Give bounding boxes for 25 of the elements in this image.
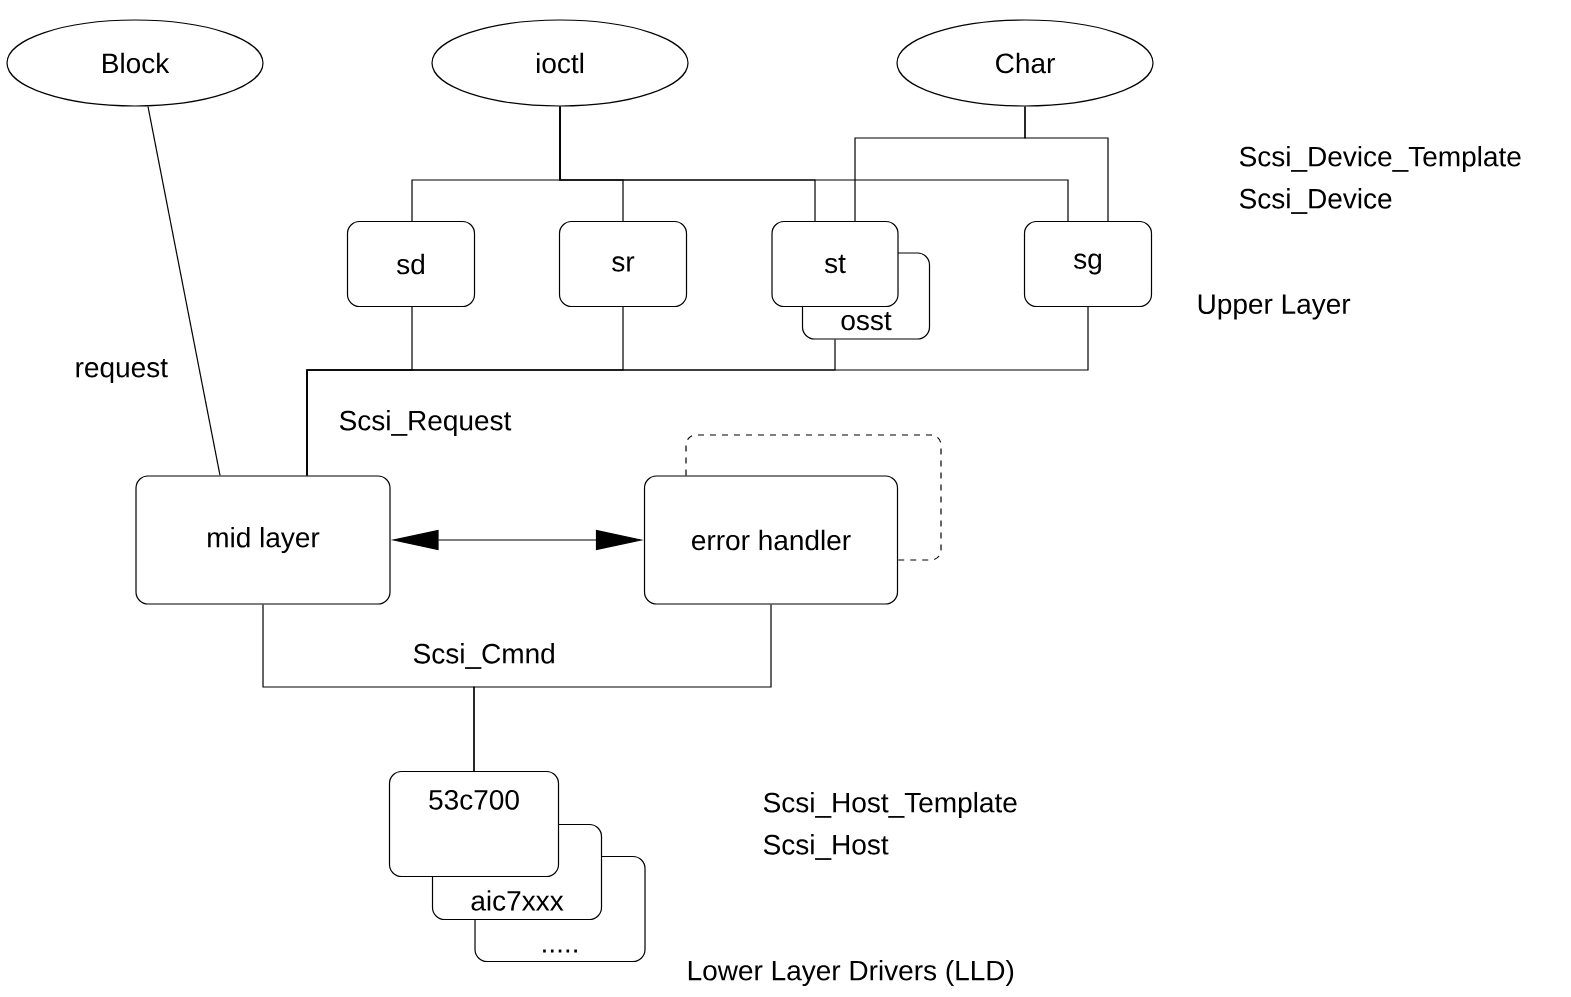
- annotation-label: request: [76, 359, 168, 383]
- annotation-label: Scsi_Request: [339, 409, 512, 437]
- rounded-box: sg: [1023, 220, 1153, 308]
- rounded-box: error handler: [643, 475, 899, 605]
- annotation-label: Scsi_Host_Template: [763, 791, 1017, 819]
- rounded-box: st: [771, 220, 899, 308]
- loop-line: [685, 434, 942, 561]
- rounded-box: mid layer: [135, 475, 391, 605]
- ellipse-node: Char: [896, 19, 1154, 107]
- annotation-label: Lower Layer Drivers (LLD): [688, 959, 1014, 987]
- connector-line: [306, 306, 1089, 476]
- ellipse-node: ioctl: [431, 19, 689, 107]
- annotation-label: Upper Layer: [1198, 294, 1351, 320]
- ellipse-node: Block: [6, 19, 264, 107]
- connector-line: [147, 106, 221, 476]
- connector-line: [1024, 106, 1109, 222]
- rounded-box: sr: [558, 220, 688, 308]
- connector-line: [473, 604, 772, 772]
- annotation-label: Scsi_Device: [1239, 188, 1392, 214]
- rounded-box: sd: [346, 220, 476, 308]
- annotation-label: Scsi_Host: [763, 834, 889, 860]
- annotation-label: Scsi_Device_Template: [1239, 145, 1521, 173]
- connector-line: [559, 106, 1069, 222]
- rounded-box: 53c700: [388, 770, 560, 878]
- annotation-label: Scsi_Cmnd: [413, 643, 554, 669]
